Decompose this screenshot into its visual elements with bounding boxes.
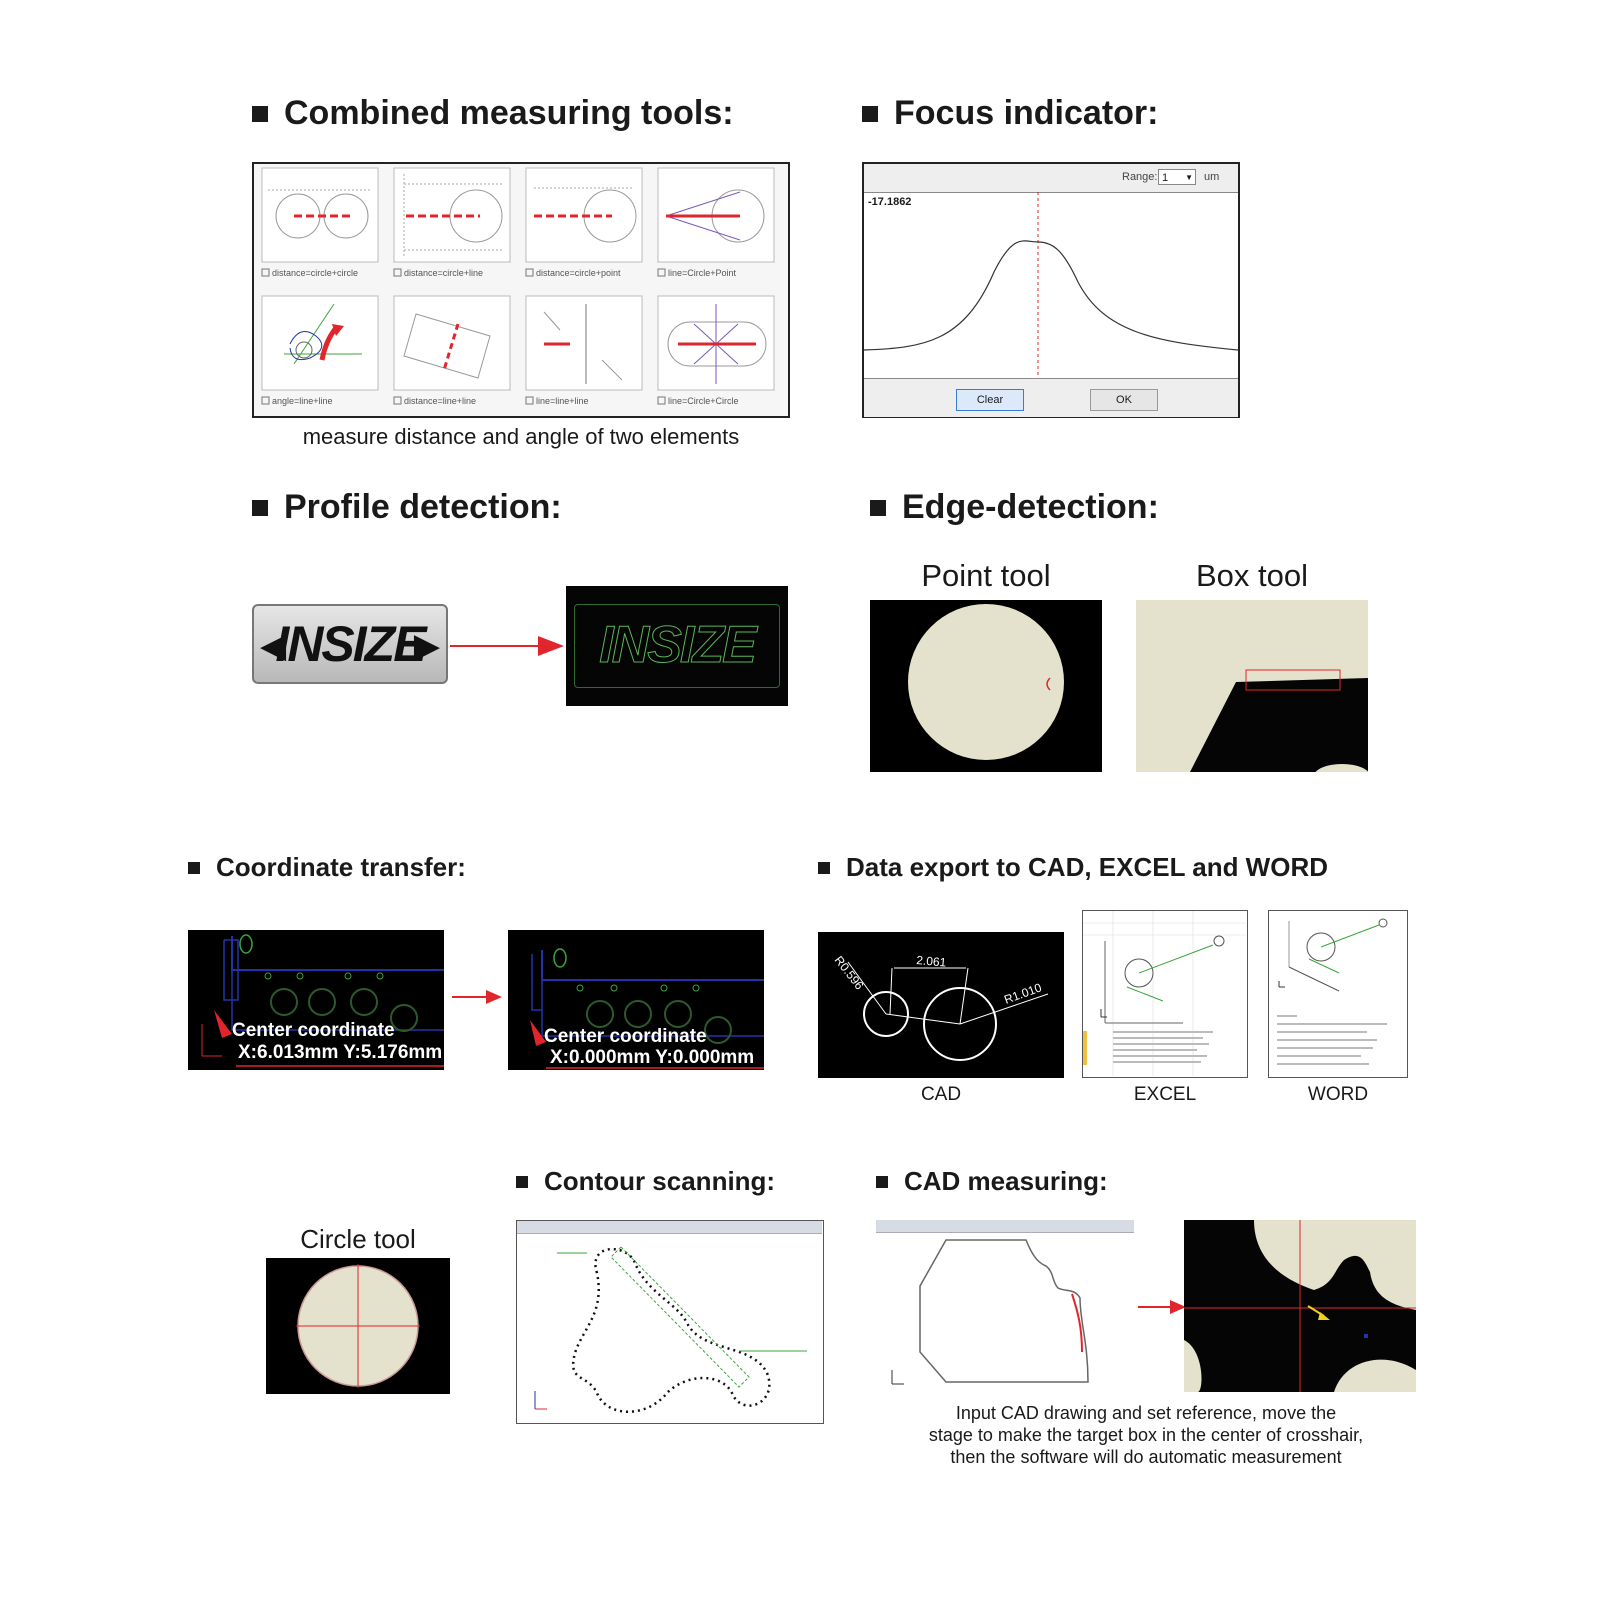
word-label: WORD — [1307, 1084, 1369, 1105]
tool-angle-line-line[interactable] — [261, 295, 379, 391]
cad-camera-image — [1184, 1220, 1416, 1392]
box-tool-image — [1136, 600, 1368, 772]
cad-dimension-distance: 2.061 — [916, 953, 947, 970]
circle-tool-image — [266, 1258, 450, 1394]
tool-label: distance=line+line — [404, 396, 476, 406]
tool-distance-line-line[interactable] — [393, 295, 511, 391]
contour-toolbar — [517, 1221, 822, 1234]
insize-logo-original: INSIZE ◀ ▶ — [252, 604, 448, 684]
edge-detection-title: Edge-detection: — [902, 488, 1159, 526]
combined-tools-caption: measure distance and angle of two elemen… — [302, 424, 740, 449]
arrow-right-icon: ▶ — [413, 627, 440, 665]
range-select[interactable]: 1 ▼ — [1158, 169, 1196, 185]
coordinate-transfer-title: Coordinate transfer: — [216, 852, 466, 882]
bullet-square-icon — [188, 861, 200, 874]
combined-tools-heading: Combined measuring tools: — [252, 94, 734, 133]
focus-curve-plot — [864, 192, 1238, 378]
contour-scanning-heading: Contour scanning: — [516, 1166, 775, 1197]
coordinate-before-image: Center coordinate X:6.013mm Y:5.176mm — [188, 930, 444, 1070]
combined-tools-panel: distance=circle+circle distance=circle+l… — [252, 162, 790, 418]
arrow-right-icon — [1138, 1300, 1186, 1314]
cad-label: CAD — [920, 1084, 962, 1105]
data-export-heading: Data export to CAD, EXCEL and WORD — [818, 852, 1328, 883]
chevron-down-icon: ▼ — [1185, 173, 1193, 182]
tool-line-circle-circle[interactable] — [657, 295, 775, 391]
focus-reading: -17.1862 — [868, 196, 912, 208]
combined-tools-title: Combined measuring tools: — [284, 94, 734, 132]
contour-scanning-image — [516, 1220, 824, 1424]
cad-toolbar — [876, 1220, 1134, 1233]
point-tool-label: Point tool — [921, 558, 1051, 593]
tool-distance-circle-circle[interactable] — [261, 167, 379, 263]
focus-indicator-title: Focus indicator: — [894, 94, 1159, 132]
bullet-square-icon — [252, 105, 268, 122]
logo-text: INSIZE — [275, 616, 426, 672]
tool-line-line-line[interactable] — [525, 295, 643, 391]
logo-text-outline: INSIZE — [599, 616, 758, 674]
center-coordinate-value: X:0.000mm Y:0.000mm — [550, 1047, 755, 1068]
cad-export-image: R0.596 2.061 R1.010 — [818, 932, 1064, 1078]
caption-line: then the software will do automatic meas… — [950, 1447, 1342, 1467]
arrow-right-icon — [452, 990, 502, 1004]
cad-measuring-caption: Input CAD drawing and set reference, mov… — [876, 1402, 1416, 1468]
data-export-title: Data export to CAD, EXCEL and WORD — [846, 852, 1329, 882]
bullet-square-icon — [818, 861, 830, 874]
word-export-image — [1268, 910, 1408, 1078]
cad-measuring-title: CAD measuring: — [904, 1166, 1108, 1196]
center-coordinate-label: Center coordinate — [232, 1020, 395, 1041]
insize-logo-profile: INSIZE — [566, 586, 788, 706]
tool-label: distance=circle+line — [404, 268, 483, 278]
range-value: 1 — [1162, 172, 1169, 184]
coordinate-after-image: Center coordinate X:0.000mm Y:0.000mm — [508, 930, 764, 1070]
bullet-square-icon — [862, 105, 878, 122]
clear-button[interactable]: Clear — [956, 389, 1024, 411]
arrow-right-icon — [450, 636, 564, 656]
bullet-square-icon — [876, 1175, 888, 1188]
tool-label: line=line+line — [536, 396, 589, 406]
edge-detection-heading: Edge-detection: — [870, 488, 1159, 527]
tool-label: angle=line+line — [272, 396, 333, 406]
profile-detection-title: Profile detection: — [284, 488, 562, 526]
tool-line-circle-point[interactable] — [657, 167, 775, 263]
center-coordinate-value: X:6.013mm Y:5.176mm — [238, 1042, 443, 1063]
tool-label: distance=circle+circle — [272, 268, 358, 278]
arrow-left-icon: ◀ — [260, 627, 287, 665]
tool-distance-circle-line[interactable] — [393, 167, 511, 263]
focus-toolbar: Range: 1 ▼ um — [864, 164, 1238, 193]
tool-label: line=Circle+Circle — [668, 396, 739, 406]
profile-detection-heading: Profile detection: — [252, 488, 562, 527]
bullet-square-icon — [252, 499, 268, 516]
center-coordinate-label: Center coordinate — [544, 1026, 707, 1047]
tool-distance-circle-point[interactable] — [525, 167, 643, 263]
contour-scanning-title: Contour scanning: — [544, 1166, 776, 1196]
circle-tool-label: Circle tool — [300, 1224, 416, 1254]
caption-line: Input CAD drawing and set reference, mov… — [955, 1403, 1337, 1423]
range-unit: um — [1204, 171, 1220, 183]
focus-indicator-heading: Focus indicator: — [862, 94, 1158, 133]
range-label: Range: — [1122, 171, 1158, 183]
focus-indicator-panel: Range: 1 ▼ um -17.1862 Clear OK — [862, 162, 1240, 418]
bullet-square-icon — [870, 499, 886, 516]
coordinate-transfer-heading: Coordinate transfer: — [188, 852, 466, 883]
cad-dimension-radius-small: R0.596 — [832, 953, 867, 992]
ok-button[interactable]: OK — [1090, 389, 1158, 411]
cad-drawing-image — [876, 1220, 1134, 1392]
box-tool-label: Box tool — [1195, 558, 1308, 593]
caption-line: stage to make the target box in the cent… — [928, 1425, 1364, 1445]
point-tool-image — [870, 600, 1102, 772]
excel-label: EXCEL — [1133, 1084, 1197, 1105]
bullet-square-icon — [516, 1175, 528, 1188]
tool-label: distance=circle+point — [536, 268, 621, 278]
tool-label: line=Circle+Point — [668, 268, 737, 278]
excel-export-image — [1082, 910, 1248, 1078]
cad-measuring-heading: CAD measuring: — [876, 1166, 1108, 1197]
